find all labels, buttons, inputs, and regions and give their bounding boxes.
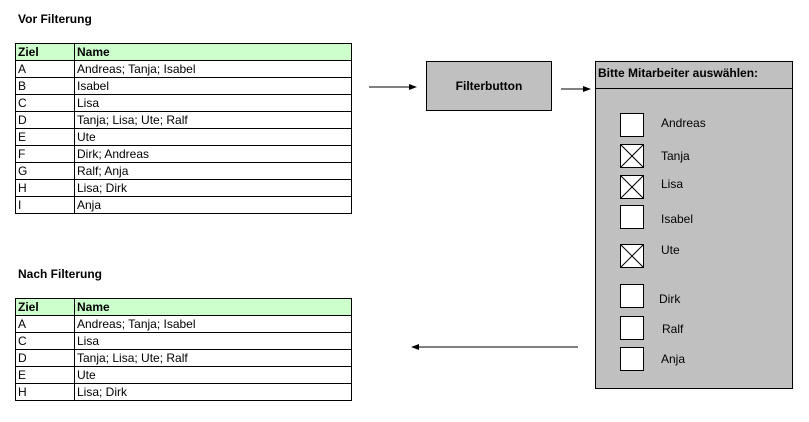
arrow-left-icon xyxy=(411,344,578,350)
name-cell: Tanja; Lisa; Ute; Ralf xyxy=(74,111,352,129)
name-cell: Andreas; Tanja; Isabel xyxy=(74,315,352,333)
header-ziel: Ziel xyxy=(15,43,75,61)
ziel-cell: G xyxy=(15,162,75,180)
before-heading: Vor Filterung xyxy=(18,12,92,26)
checkbox-dirk[interactable] xyxy=(620,284,644,308)
checkbox-label: Lisa xyxy=(661,177,684,191)
header-ziel: Ziel xyxy=(15,298,75,316)
checkbox-label: Tanja xyxy=(661,149,690,163)
after-heading: Nach Filterung xyxy=(18,267,103,281)
ziel-cell: A xyxy=(15,60,75,78)
checkbox-ute[interactable] xyxy=(620,244,644,268)
ziel-cell: C xyxy=(15,94,75,112)
ziel-cell: F xyxy=(15,145,75,163)
filter-button[interactable]: Filterbutton xyxy=(426,61,552,111)
ziel-cell: C xyxy=(15,332,75,350)
arrow-right-icon xyxy=(561,86,591,92)
ziel-cell: E xyxy=(15,128,75,146)
checkbox-label: Anja xyxy=(661,352,686,366)
checkbox-lisa[interactable] xyxy=(620,175,644,199)
name-cell: Dirk; Andreas xyxy=(74,145,352,163)
name-cell: Tanja; Lisa; Ute; Ralf xyxy=(74,349,352,367)
ziel-cell: H xyxy=(15,179,75,197)
filter-button-label: Filterbutton xyxy=(455,79,523,93)
before-header-row: Ziel Name xyxy=(15,43,352,61)
name-cell: Anja xyxy=(74,196,352,214)
name-cell: Lisa; Dirk xyxy=(74,383,352,401)
ziel-cell: E xyxy=(15,366,75,384)
name-cell: Lisa xyxy=(74,94,352,112)
ziel-cell: D xyxy=(15,111,75,129)
name-cell: Lisa; Dirk xyxy=(74,179,352,197)
panel-title: Bitte Mitarbeiter auswählen: xyxy=(596,62,792,89)
name-cell: Isabel xyxy=(74,77,352,95)
x-mark-icon xyxy=(621,245,643,267)
checkbox-label: Ute xyxy=(661,243,680,257)
checkbox-ralf[interactable] xyxy=(620,316,644,340)
header-name: Name xyxy=(74,43,352,61)
ziel-cell: A xyxy=(15,315,75,333)
ziel-cell: B xyxy=(15,77,75,95)
ziel-cell: H xyxy=(15,383,75,401)
checkbox-label: Isabel xyxy=(661,212,694,226)
name-cell: Ralf; Anja xyxy=(74,162,352,180)
checkbox-label: Andreas xyxy=(661,116,706,130)
checkbox-tanja[interactable] xyxy=(620,144,644,168)
x-mark-icon xyxy=(621,176,643,198)
checkbox-anja[interactable] xyxy=(620,347,644,371)
checkbox-label: Ralf xyxy=(662,322,684,336)
checkbox-andreas[interactable] xyxy=(620,113,644,137)
name-cell: Lisa xyxy=(74,332,352,350)
ziel-cell: D xyxy=(15,349,75,367)
ziel-cell: I xyxy=(15,196,75,214)
checkbox-label: Dirk xyxy=(659,292,681,306)
arrow-right-icon xyxy=(369,84,417,90)
name-cell: Ute xyxy=(74,128,352,146)
header-name: Name xyxy=(74,298,352,316)
after-header-row: Ziel Name xyxy=(15,298,352,316)
name-cell: Ute xyxy=(74,366,352,384)
name-cell: Andreas; Tanja; Isabel xyxy=(74,60,352,78)
x-mark-icon xyxy=(621,145,643,167)
checkbox-isabel[interactable] xyxy=(620,205,644,229)
